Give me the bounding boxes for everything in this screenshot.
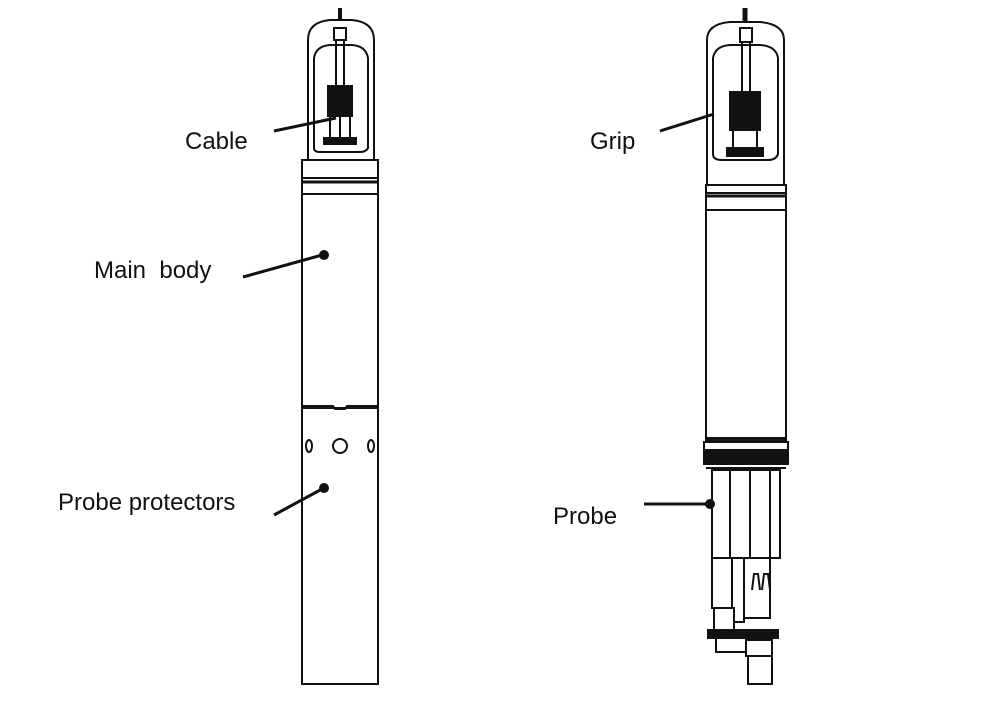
left-probe-protector: [301, 405, 379, 685]
label-main-body: Main body: [94, 257, 212, 284]
vent-hole: [332, 438, 348, 454]
right-leaders: [644, 112, 715, 509]
left-leaders: [242, 116, 337, 517]
label-grip: Grip: [590, 128, 636, 155]
left-main-body: [301, 177, 379, 409]
label-probe: Probe: [553, 503, 618, 530]
left-grip: [301, 8, 379, 179]
left-instrument: [242, 8, 379, 685]
right-grip: [705, 8, 787, 194]
label-probe-protectors: Probe protectors: [58, 489, 236, 516]
right-probe: [707, 469, 781, 685]
vent-hole: [305, 439, 313, 453]
right-instrument: [644, 8, 789, 685]
right-main-body: [703, 192, 789, 469]
label-cable: Cable: [185, 128, 248, 155]
vent-hole: [367, 439, 375, 453]
